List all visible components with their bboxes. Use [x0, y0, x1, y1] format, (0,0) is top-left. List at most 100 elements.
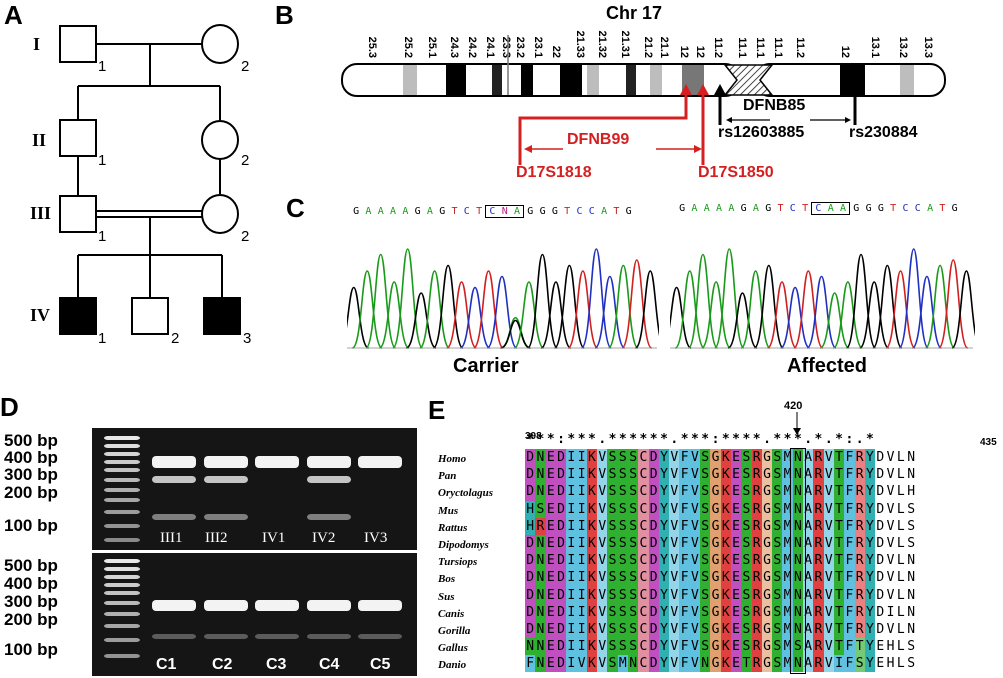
- trace-peak: [832, 281, 864, 349]
- sequence-base: G: [679, 203, 686, 214]
- residue: D: [876, 604, 885, 620]
- residue: N: [792, 517, 804, 535]
- residue: T: [833, 517, 845, 535]
- residue: D: [648, 638, 659, 656]
- residue: F: [679, 534, 690, 553]
- residue: R: [813, 586, 824, 604]
- residue: K: [586, 483, 598, 501]
- residue: D: [876, 501, 885, 517]
- trace-peak: [885, 270, 916, 349]
- residue: C: [638, 603, 649, 621]
- residue: G: [761, 603, 773, 621]
- gel-band: [358, 634, 402, 639]
- residue: Y: [864, 655, 876, 673]
- residue: D: [555, 534, 567, 553]
- conservation-mark: *: [639, 432, 648, 447]
- d17s1818-connector: [518, 92, 688, 165]
- residue: I: [576, 620, 587, 639]
- residue: E: [545, 620, 556, 639]
- d17s1850-arrow: [697, 84, 709, 95]
- gel-band: [204, 456, 248, 468]
- residue: Y: [658, 517, 670, 535]
- residue: K: [720, 449, 731, 467]
- species-name: Gallus: [438, 642, 468, 655]
- conservation-mark: *: [546, 432, 555, 447]
- gel-band: [104, 436, 140, 440]
- d17s1818-label: D17S1818: [516, 164, 592, 181]
- residue: V: [689, 552, 701, 570]
- highlight-arrow: [793, 412, 801, 435]
- residue: V: [823, 517, 834, 535]
- gel-band: [104, 468, 140, 472]
- residue: S: [627, 534, 639, 553]
- d17s1850-label: D17S1850: [698, 164, 774, 181]
- trace-peak: [445, 281, 478, 349]
- bp-300-top: 300 bp: [4, 465, 58, 484]
- residue: S: [627, 500, 639, 518]
- residue: L: [896, 450, 905, 465]
- residue: V: [823, 552, 834, 570]
- rs230884-label: rs230884: [849, 124, 918, 141]
- species-name: Danio: [438, 659, 467, 672]
- residue: S: [772, 534, 783, 553]
- residue: Y: [658, 466, 670, 484]
- chromosome-band-label: 25.2: [402, 37, 414, 58]
- residue: V: [597, 552, 608, 570]
- residue: R: [813, 569, 824, 587]
- residue: V: [689, 466, 701, 484]
- residue: S: [772, 552, 783, 570]
- bp-100-bottom: 100 bp: [4, 640, 58, 659]
- species-name: Rattus: [438, 521, 468, 534]
- residue: S: [741, 517, 752, 535]
- residue: S: [617, 534, 628, 553]
- sequence-base: T: [451, 206, 458, 217]
- residue: K: [586, 603, 598, 621]
- trace-peak: [793, 270, 824, 349]
- residue: Y: [864, 603, 876, 621]
- residue: Y: [658, 483, 670, 501]
- gel-band: [152, 600, 196, 611]
- gel-band: [104, 478, 140, 482]
- residue: G: [761, 449, 773, 467]
- residue: Y: [864, 534, 876, 553]
- residue: L: [896, 484, 905, 500]
- residue: S: [627, 466, 639, 484]
- residue: N: [907, 621, 916, 637]
- residue: S: [700, 603, 711, 621]
- bp-200-top: 200 bp: [4, 483, 58, 502]
- residue: V: [597, 655, 608, 673]
- generation-i-label: I: [33, 34, 41, 54]
- residue: R: [751, 620, 762, 639]
- residue: G: [710, 586, 721, 604]
- residue: V: [669, 534, 680, 553]
- residue: D: [876, 535, 885, 551]
- trace-peak: [378, 281, 410, 349]
- sequence-base: G: [865, 203, 872, 214]
- residue: R: [813, 500, 824, 518]
- conservation-mark: *: [660, 432, 668, 447]
- residue: S: [741, 534, 752, 553]
- residue: V: [597, 449, 608, 467]
- residue: F: [679, 552, 690, 570]
- species-name: Canis: [438, 607, 465, 620]
- pedigree-affected-iv3: [203, 297, 241, 335]
- residue: S: [607, 586, 618, 604]
- residue: N: [535, 620, 546, 639]
- residue: E: [730, 483, 742, 501]
- gel-band: [358, 456, 402, 468]
- chromosome-band-label: 12: [694, 46, 706, 58]
- gel-band: [104, 538, 140, 542]
- residue: E: [730, 620, 742, 639]
- residue: S: [700, 638, 711, 656]
- residue: F: [679, 586, 690, 604]
- residue: D: [648, 466, 659, 484]
- pedigree-male-i1: [59, 25, 97, 63]
- residue: G: [710, 517, 721, 535]
- residue: V: [886, 535, 895, 551]
- gel-band: [104, 654, 140, 658]
- bp-100-top: 100 bp: [4, 516, 58, 535]
- residue: D: [555, 500, 567, 518]
